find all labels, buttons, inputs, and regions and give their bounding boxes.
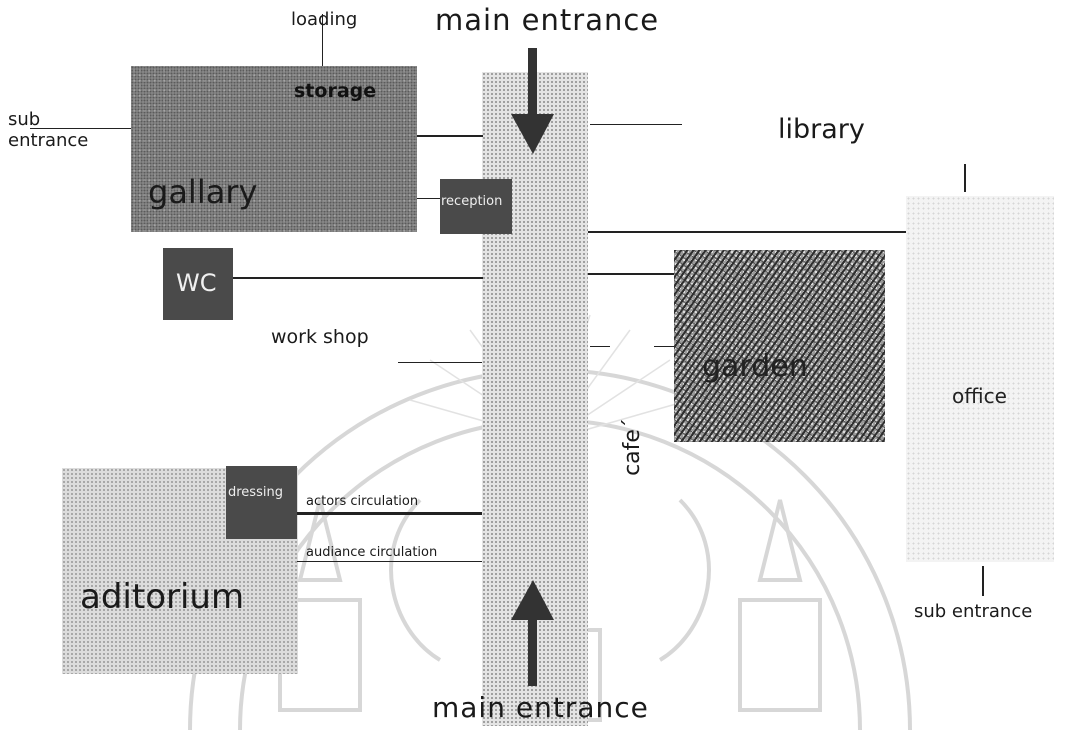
reception-spine-line [417, 198, 440, 199]
storage-label: storage [294, 80, 377, 102]
gallery-label: gallary [148, 173, 258, 211]
loading-line [322, 14, 323, 66]
main-entrance-top-label: main entrance [435, 3, 660, 37]
reception-block [440, 179, 512, 234]
sub-entrance-right-tick [982, 566, 984, 596]
cafe-tick-2 [654, 346, 674, 347]
library-label: library [778, 114, 865, 145]
wc-spine-line [233, 277, 483, 279]
auditorium-label: aditorium [80, 577, 245, 617]
dressing-block [226, 466, 297, 539]
sub-entrance-left-line [30, 128, 131, 129]
workshop-label: work shop [271, 326, 369, 348]
workshop-line [398, 362, 482, 363]
office-block [906, 196, 1054, 562]
gallery-block [131, 66, 417, 232]
garden-label: garden [702, 349, 808, 384]
garden-block [674, 250, 885, 442]
actors-circulation-line [297, 512, 482, 515]
wc-block [163, 248, 233, 320]
office-tick-top [964, 164, 966, 192]
audience-circulation-line [297, 561, 482, 562]
sub-entrance-right-label: sub entrance [914, 601, 1033, 622]
actors-circulation-label: actors circulation [306, 494, 419, 509]
reception-label: reception [441, 194, 503, 209]
garden-spine-line [588, 273, 674, 275]
arrow-down-icon [511, 48, 554, 154]
gallery-spine-line [417, 135, 483, 137]
loading-label: loading [291, 9, 358, 30]
arrow-up-icon [511, 580, 554, 686]
cafe-label: cafe´ [619, 418, 645, 476]
office-spine-line [588, 231, 906, 233]
wc-label: WC [176, 269, 217, 297]
sub-entrance-left-label: sub entrance [8, 109, 89, 151]
dressing-label: dressing [228, 485, 283, 500]
cafe-tick-1 [590, 346, 610, 347]
audience-circulation-label: audiance circulation [306, 545, 438, 560]
library-line [590, 124, 682, 125]
main-entrance-bottom-label: main entrance [432, 691, 649, 724]
office-label: office [952, 384, 1007, 408]
